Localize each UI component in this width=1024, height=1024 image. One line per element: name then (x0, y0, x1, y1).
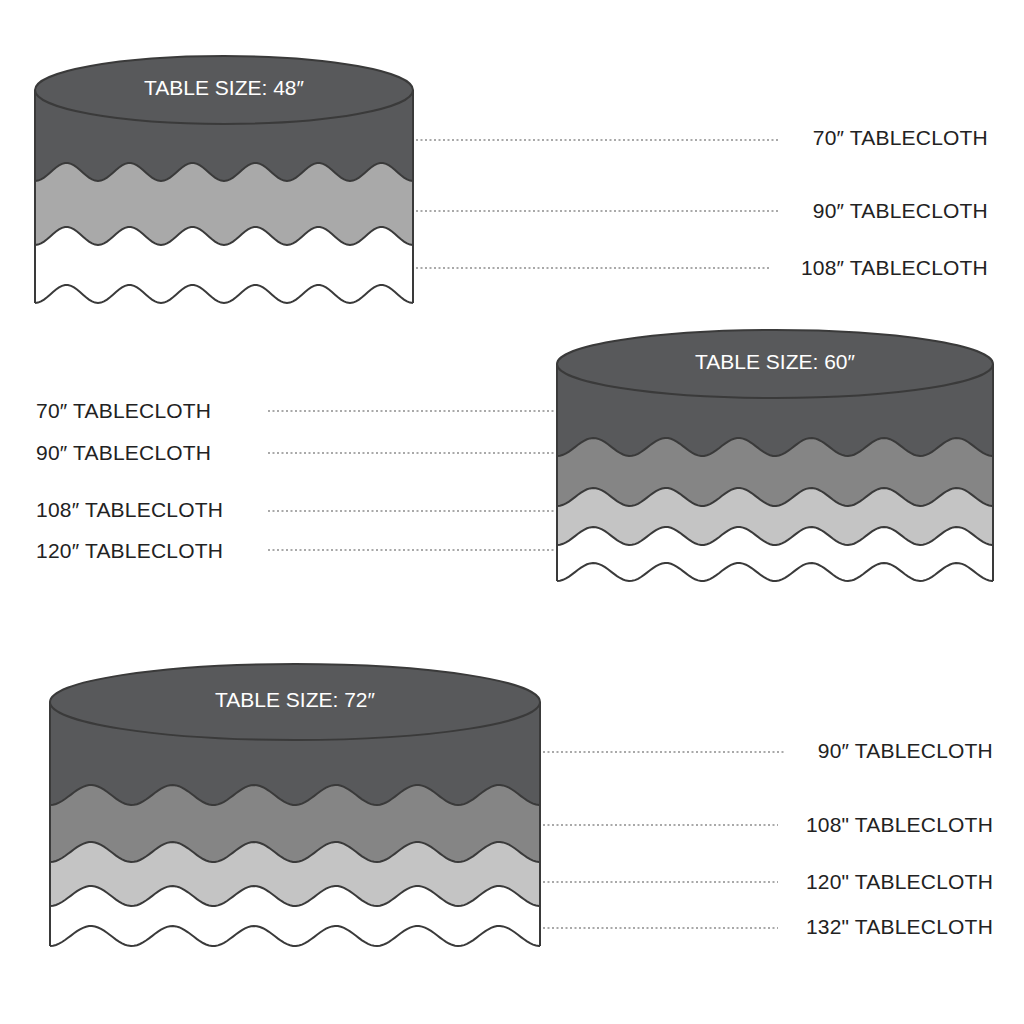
table-size-label: TABLE SIZE: 72″ (46, 687, 544, 713)
tablecloth-size-label: 70″ TABLECLOTH (34, 398, 213, 424)
tablecloth-size-label: 120" TABLECLOTH (804, 869, 995, 895)
tablecloth-size-label: 132" TABLECLOTH (804, 914, 995, 940)
table-size-label: TABLE SIZE: 60″ (553, 349, 997, 375)
tablecloth-size-label: 108″ TABLECLOTH (34, 497, 225, 523)
tablecloth-size-label: 90″ TABLECLOTH (811, 198, 990, 224)
tablecloth-size-label: 108″ TABLECLOTH (799, 255, 990, 281)
tablecloth-size-label: 108" TABLECLOTH (804, 812, 995, 838)
table-cylinder: TABLE SIZE: 72″ (46, 660, 544, 950)
tablecloth-size-label: 90″ TABLECLOTH (34, 440, 213, 466)
table-size-label: TABLE SIZE: 48″ (31, 75, 417, 101)
table-cylinder: TABLE SIZE: 48″ (31, 52, 417, 307)
tablecloth-size-label: 90″ TABLECLOTH (816, 738, 995, 764)
tablecloth-size-label: 70″ TABLECLOTH (811, 125, 990, 151)
table-cylinder: TABLE SIZE: 60″ (553, 326, 997, 585)
tablecloth-size-label: 120″ TABLECLOTH (34, 538, 225, 564)
